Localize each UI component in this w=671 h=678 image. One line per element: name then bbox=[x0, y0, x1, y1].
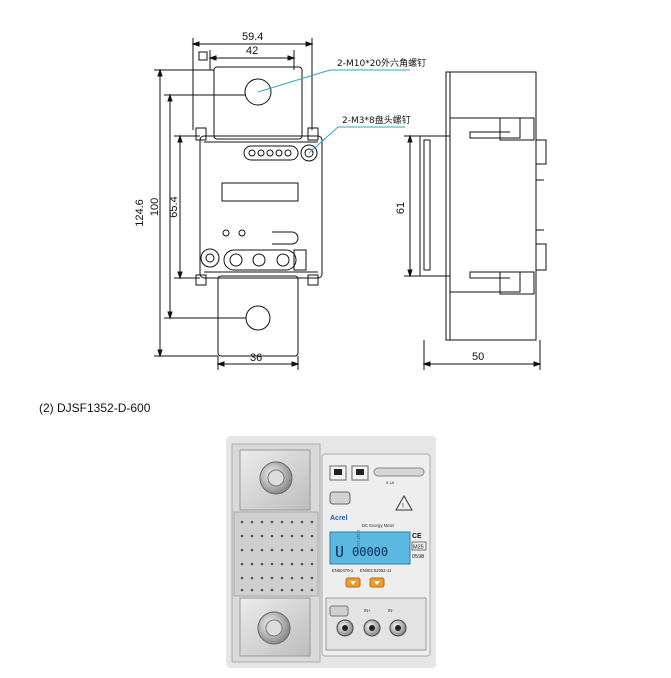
upper-bolt-hole bbox=[244, 78, 272, 106]
meter-label: DC Energy Meter bbox=[362, 523, 395, 528]
dimension-top-outer bbox=[191, 38, 314, 130]
dimension-top-inner bbox=[198, 50, 296, 70]
mid-mark: M25 bbox=[413, 545, 424, 551]
upper-busbar bbox=[213, 66, 303, 140]
warning-icon bbox=[395, 494, 413, 511]
callout-screw: 2-M3*8盘头螺钉 bbox=[342, 114, 411, 126]
model-vertical: DJSF1352-D bbox=[356, 530, 361, 553]
dimension-side-depth bbox=[422, 340, 542, 370]
ce-mark: CE bbox=[412, 533, 422, 540]
product-caption: (2) DJSF1352-D-600 bbox=[39, 401, 151, 415]
callout-bolt: 2-M10*20外六角螺钉 bbox=[337, 57, 426, 69]
dim-top-outer-label: 59.4 bbox=[242, 31, 263, 43]
dimension-left-inner bbox=[174, 134, 200, 280]
meter-body bbox=[199, 135, 323, 279]
dimension-bottom bbox=[216, 356, 300, 370]
dim-side-height-label: 61 bbox=[395, 202, 407, 214]
dim-side-depth-label: 50 bbox=[472, 351, 484, 363]
standard-2: EN/IEC62052-11 bbox=[360, 568, 392, 573]
dim-top-inner-label: 42 bbox=[246, 45, 258, 57]
lcd-value: 00000 bbox=[352, 545, 388, 559]
dim-left-inner-label: 65.4 bbox=[168, 196, 180, 217]
callout-screw-leader bbox=[308, 126, 405, 154]
front-view: 59.4 42 bbox=[134, 31, 426, 370]
lcd-window bbox=[221, 182, 299, 202]
terminal-label-2: IN- bbox=[388, 608, 394, 613]
svg-text:!: ! bbox=[402, 503, 404, 510]
bottom-screw bbox=[200, 248, 220, 268]
meter-lcd bbox=[329, 531, 411, 565]
dim-left-total-label: 124.6 bbox=[134, 199, 146, 227]
side-view: 61 50 bbox=[395, 71, 547, 370]
lcd-unit: U bbox=[335, 543, 344, 561]
callout-bolt-leader bbox=[257, 69, 410, 93]
standard-1: EN50470-1 bbox=[332, 568, 354, 573]
terminal-label-1: IN+ bbox=[364, 608, 371, 613]
cert-number: 0598 bbox=[412, 554, 424, 560]
dimension-left-middle bbox=[164, 93, 246, 320]
dim-left-middle-label: 100 bbox=[149, 198, 161, 216]
side-body bbox=[445, 71, 537, 341]
top-screw bbox=[300, 144, 318, 162]
dimension-left-total bbox=[154, 68, 218, 358]
lower-busbar bbox=[217, 275, 299, 357]
brand-logo: Acrel bbox=[330, 515, 348, 522]
product-photo: 0.1A ! Acrel DC Energy Meter U 00000 CE … bbox=[226, 436, 436, 668]
dimension-side-height bbox=[404, 134, 420, 278]
led-label: 0.1A bbox=[386, 480, 395, 485]
dim-bottom-label: 36 bbox=[250, 352, 262, 364]
lower-bolt-hole bbox=[245, 305, 271, 331]
